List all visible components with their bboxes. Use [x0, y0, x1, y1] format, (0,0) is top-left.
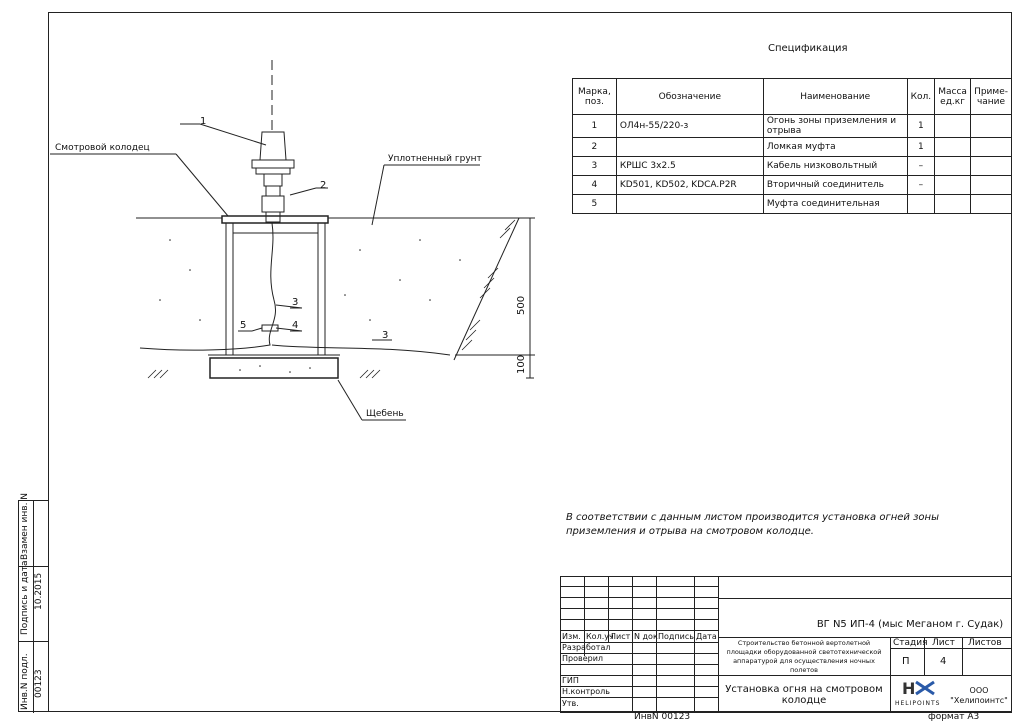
installation-note: В соответствии с данным листом производи… — [566, 512, 939, 537]
col-kolych: Кол.уч — [586, 632, 614, 641]
role-gip: ГИП — [562, 676, 579, 685]
callout-1: 1 — [200, 116, 207, 127]
role-developer: Разработал — [562, 643, 611, 652]
drawing-frame — [48, 12, 1012, 712]
spec-header-name: Наименование — [762, 78, 908, 115]
spec-mass — [934, 175, 972, 195]
callout-5: 5 — [240, 320, 247, 331]
spec-note — [970, 156, 1012, 176]
light-fixture — [259, 131, 287, 161]
col-date: Дата — [696, 632, 717, 641]
spec-pos: 5 — [572, 194, 617, 214]
col-sign: Подпись — [658, 632, 694, 641]
callout-3: 3 — [292, 297, 299, 308]
spec-note — [970, 114, 1012, 138]
spec-designation: ОЛ4н-55/220-з — [615, 114, 764, 138]
sheet-value: 4 — [940, 656, 947, 667]
role-control: Н.контроль — [562, 687, 610, 696]
spec-qty — [906, 194, 936, 214]
spec-note — [970, 175, 1012, 195]
spec-mass — [934, 194, 972, 214]
stage-label: Стадия — [893, 638, 928, 648]
spec-table: Марка, поз. Обозначение Наименование Кол… — [572, 78, 1012, 214]
spec-name: Кабель низковольтный — [762, 156, 908, 176]
spec-title: Спецификация — [768, 43, 848, 54]
col-ndok: N док — [634, 632, 658, 641]
gravel-label: Щебень — [366, 409, 404, 419]
spec-note — [970, 137, 1012, 157]
spec-mass — [934, 114, 972, 138]
sheets-label: Листов — [968, 638, 1002, 648]
spec-name: Муфта соединительная — [762, 194, 908, 214]
compacted-soil-label: Уплотненный грунт — [388, 154, 482, 164]
inv-value: 00123 — [34, 669, 44, 698]
spec-qty: – — [906, 156, 936, 176]
spec-name: Ломкая муфта — [762, 137, 908, 157]
callout-3b: 3 — [382, 330, 389, 341]
sign-label: Подпись и дата — [20, 560, 30, 635]
spec-header-mass: Масса ед.кг — [934, 78, 972, 115]
spec-row: 5 Муфта соединительная — [572, 194, 1012, 214]
logo-text: HELIPOINTS — [895, 700, 941, 707]
callout-2: 2 — [320, 180, 327, 191]
spec-qty: 1 — [906, 114, 936, 138]
sheet-title: Установка огня на смотровом колодце — [725, 684, 883, 706]
sign-value: 10.2015 — [34, 572, 44, 610]
spec-pos: 1 — [572, 114, 617, 138]
company-name: ООО "Хелипоинтс" — [950, 686, 1008, 705]
spec-designation: КРШС 3х2.5 — [615, 156, 764, 176]
spec-header-designation: Обозначение — [615, 78, 764, 115]
sheet-format: формат А3 — [928, 712, 980, 722]
project-name: ВГ N5 ИП-4 (мыс Меганом г. Судак) — [816, 619, 1004, 630]
callout-4: 4 — [292, 320, 299, 331]
role-checker: Проверил — [562, 654, 604, 663]
sheet-label: Лист — [932, 638, 955, 648]
inv-bottom: ИнвN 00123 — [634, 712, 691, 722]
col-izm: Изм. — [562, 632, 581, 641]
spec-note — [970, 194, 1012, 214]
spec-name: Огонь зоны приземления и отрыва — [762, 114, 908, 138]
spec-pos: 3 — [572, 156, 617, 176]
spec-designation — [615, 194, 764, 214]
col-list: Лист — [610, 632, 631, 641]
svg-text:H: H — [902, 679, 915, 698]
spec-pos: 4 — [572, 175, 617, 195]
installation-drawing — [50, 60, 535, 421]
title-block: ВГ N5 ИП-4 (мыс Меганом г. Судак) Изм. К… — [560, 576, 1012, 713]
object-name: Строительство бетонной вертолетной площа… — [726, 639, 882, 674]
spec-header-pos: Марка, поз. — [572, 78, 617, 115]
spec-header-qty: Кол. — [906, 78, 936, 115]
spec-designation — [615, 137, 764, 157]
spec-name: Вторичный соединитель — [762, 175, 908, 195]
side-stamp — [18, 500, 49, 713]
spec-header-note: Приме-чание — [970, 78, 1012, 115]
inv-label: Инв.N подл. — [20, 653, 30, 710]
spec-mass — [934, 137, 972, 157]
inspection-well-label: Смотровой колодец — [55, 143, 150, 153]
spec-qty: – — [906, 175, 936, 195]
replace-label: Взамен инв. N — [20, 492, 30, 560]
spec-mass — [934, 156, 972, 176]
role-approved: Утв. — [562, 699, 579, 708]
spec-pos: 2 — [572, 137, 617, 157]
helipoints-logo: H — [902, 679, 935, 698]
dim-100: 100 — [516, 354, 527, 374]
spec-designation: KD501, KD502, KDCA.P2R — [615, 175, 764, 195]
stage-value: П — [902, 656, 910, 667]
dim-500: 500 — [516, 295, 527, 315]
spec-qty: 1 — [906, 137, 936, 157]
